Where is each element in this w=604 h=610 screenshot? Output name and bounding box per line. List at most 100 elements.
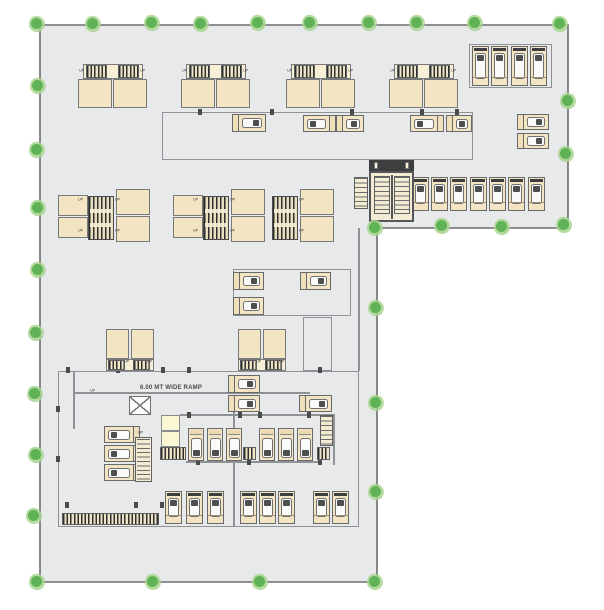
stall-apron-line xyxy=(187,515,202,516)
stall-entry-band xyxy=(209,493,222,496)
car-icon xyxy=(414,118,434,129)
car-icon xyxy=(415,184,426,204)
bike-rack xyxy=(62,513,159,525)
car-icon xyxy=(238,379,256,389)
car-icon xyxy=(108,429,130,440)
parking-stall xyxy=(517,114,549,130)
parking-bay xyxy=(181,79,215,108)
column-marker xyxy=(238,412,242,418)
lift-hatch xyxy=(86,65,107,78)
car-icon xyxy=(316,498,327,517)
car-windshield-icon xyxy=(351,120,357,127)
column-marker xyxy=(350,109,354,115)
lift-hatch xyxy=(265,360,282,370)
car-icon xyxy=(280,438,292,458)
parking-bay xyxy=(106,329,129,359)
parking-bay xyxy=(58,195,88,216)
parking-stall xyxy=(226,428,242,461)
parking-bay xyxy=(116,189,150,215)
lift-hatch xyxy=(397,65,418,78)
aisle-outline xyxy=(233,269,351,316)
column-marker xyxy=(420,109,424,115)
core-gap xyxy=(90,209,112,213)
stall-apron-line xyxy=(413,202,428,203)
stall-apron-line xyxy=(531,77,546,78)
parking-stall xyxy=(259,428,275,461)
car-icon xyxy=(243,276,260,286)
stall-entry-band xyxy=(414,179,427,182)
core-gap xyxy=(90,223,112,227)
car-icon xyxy=(243,498,254,517)
car-windshield-icon xyxy=(247,400,253,407)
car-icon xyxy=(168,498,179,517)
car-icon xyxy=(243,301,260,311)
car-icon xyxy=(108,448,130,459)
stall-entry-band xyxy=(188,493,201,496)
car-windshield-icon xyxy=(536,138,542,144)
lift-hatch xyxy=(133,360,150,370)
stall-apron-line xyxy=(333,515,348,516)
car-windshield-icon xyxy=(475,186,482,192)
parking-bay xyxy=(300,216,334,242)
car-windshield-icon xyxy=(191,500,198,506)
parking-bay xyxy=(424,79,458,108)
parking-stall xyxy=(278,428,294,461)
column-marker xyxy=(247,459,251,465)
parking-stall xyxy=(233,272,264,290)
stair-post xyxy=(374,162,378,169)
stair-treads xyxy=(137,439,150,480)
parking-bay xyxy=(216,79,250,108)
core-gap xyxy=(205,223,227,227)
bike-rack xyxy=(160,447,186,460)
stall-apron-line xyxy=(529,202,544,203)
car-windshield-icon xyxy=(301,450,309,456)
lift-hatch xyxy=(189,65,210,78)
parking-bay xyxy=(263,329,286,359)
parking-stall xyxy=(104,426,140,443)
stall-entry-band xyxy=(513,48,526,51)
up-label: UP xyxy=(79,69,85,73)
column-marker xyxy=(455,109,459,115)
parking-bay xyxy=(286,79,320,108)
stall-entry-band xyxy=(532,48,545,51)
car-icon xyxy=(309,398,328,409)
puzzle-core xyxy=(88,196,114,240)
car-icon xyxy=(527,117,545,127)
up-label: UP xyxy=(279,360,285,364)
stall-entry-band xyxy=(433,179,446,182)
car-icon xyxy=(453,184,464,204)
car-windshield-icon xyxy=(513,186,520,192)
car-icon xyxy=(261,438,273,458)
aisle-outline xyxy=(469,44,552,88)
stall-end-bar xyxy=(133,427,139,442)
car-windshield-icon xyxy=(212,500,219,506)
parking-stall xyxy=(165,491,182,524)
car-icon xyxy=(434,184,445,204)
car-windshield-icon xyxy=(283,500,290,506)
up-label: UP xyxy=(78,229,84,233)
car-windshield-icon xyxy=(318,278,324,284)
stall-entry-band xyxy=(510,179,523,182)
stall-apron-line xyxy=(241,515,256,516)
car-icon xyxy=(527,136,545,146)
car-icon xyxy=(238,398,256,409)
stair-divider xyxy=(391,175,393,219)
parking-stall xyxy=(207,428,223,461)
stall-end-bar xyxy=(300,396,306,411)
parking-bay xyxy=(173,195,203,216)
up-label: UP xyxy=(299,198,305,202)
parking-stall xyxy=(511,46,528,86)
car-windshield-icon xyxy=(318,500,325,506)
car-icon xyxy=(346,118,360,129)
parking-bay xyxy=(231,216,265,242)
parking-bay xyxy=(116,216,150,242)
stall-end-bar xyxy=(229,396,235,411)
column-marker xyxy=(318,459,322,465)
car-icon xyxy=(531,184,542,204)
column-marker xyxy=(56,456,60,462)
up-label: UP xyxy=(78,198,84,202)
stall-apron-line xyxy=(260,515,275,516)
wall-segment xyxy=(333,414,335,465)
